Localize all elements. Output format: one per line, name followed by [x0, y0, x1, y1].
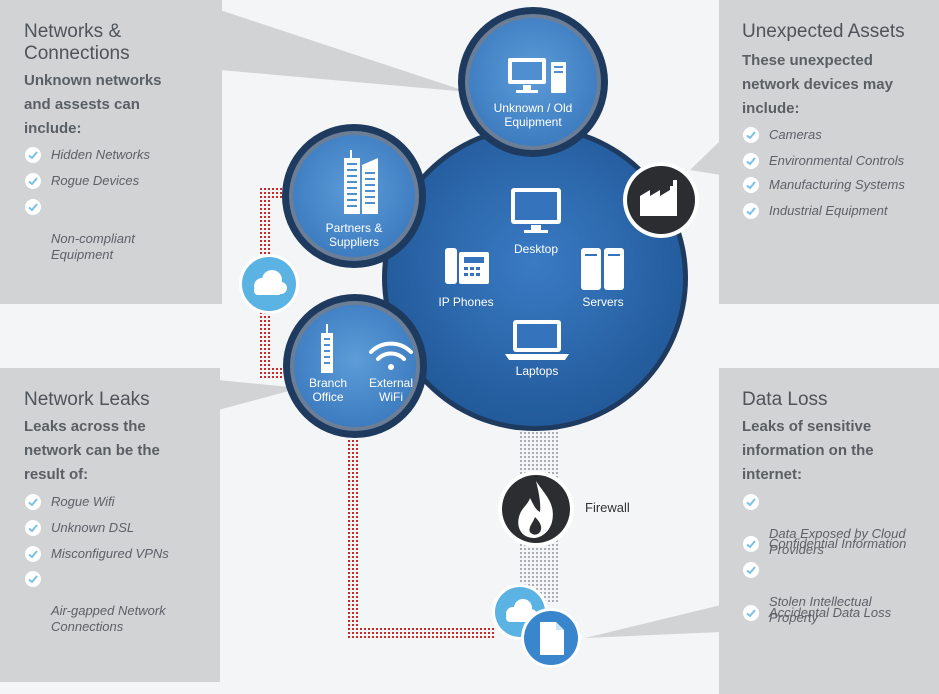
- laptop-icon: [505, 320, 569, 360]
- label-laptops: Laptops: [515, 364, 559, 378]
- cloud-icon-bottom: [506, 599, 537, 622]
- list-item: Unknown DSL: [24, 520, 134, 536]
- label-firewall: Firewall: [585, 500, 630, 515]
- check-icon: [25, 571, 41, 587]
- check-icon: [743, 562, 759, 578]
- list-item: Non-compliant Equipment: [24, 199, 135, 263]
- list-item: Manufacturing Systems: [742, 177, 905, 193]
- panel-dataloss-subtitle: Leaks of sensitive information on the in…: [742, 418, 874, 483]
- check-icon: [743, 494, 759, 510]
- label-partners: Partners & Suppliers: [325, 221, 383, 249]
- check-icon: [743, 153, 759, 169]
- label-ip-phones: IP Phones: [438, 295, 494, 309]
- panel-leaks-subtitle: Leaks across the network can be the resu…: [24, 418, 160, 483]
- factory-icon: [640, 180, 677, 216]
- buildings-icon: [344, 150, 378, 214]
- panel-dataloss-bg: [585, 368, 939, 694]
- check-icon: [743, 605, 759, 621]
- cloud-icon-left: [254, 270, 287, 295]
- list-item: Accidental Data Loss: [742, 605, 891, 621]
- list-item: Air-gapped Network Connections: [24, 571, 166, 635]
- check-icon: [25, 494, 41, 510]
- label-external-wifi: External WiFi: [368, 376, 414, 404]
- label-branch-office: Branch Office: [308, 376, 348, 404]
- check-icon: [743, 536, 759, 552]
- panel-unexpected-subtitle: These unexpected network devices may inc…: [742, 52, 893, 117]
- document-icon: [540, 622, 564, 655]
- list-item: Confidential Information: [742, 536, 906, 552]
- list-item: Misconfigured VPNs: [24, 546, 169, 562]
- main-network-circle: [382, 125, 688, 431]
- label-desktop: Desktop: [513, 242, 559, 256]
- panel-networks-subtitle: Unknown networks and assests can include…: [24, 72, 162, 137]
- branch-wifi-circle: [283, 294, 427, 438]
- panel-leaks-title: Network Leaks: [24, 389, 150, 410]
- check-icon: [25, 199, 41, 215]
- list-item: Cameras: [742, 127, 822, 143]
- label-servers: Servers: [582, 295, 624, 309]
- wifi-icon: [369, 341, 413, 370]
- desktop-icon: [511, 188, 561, 233]
- check-icon: [25, 173, 41, 189]
- red-dotted-connector-bottom: [346, 438, 496, 638]
- list-item: Hidden Networks: [24, 147, 150, 163]
- check-icon: [743, 177, 759, 193]
- check-icon: [743, 203, 759, 219]
- panel-dataloss-title: Data Loss: [742, 389, 828, 410]
- list-item: Rogue Wifi: [24, 494, 114, 510]
- ip-phone-icon: [445, 248, 489, 284]
- servers-icon: [581, 248, 624, 290]
- label-unknown-equipment: Unknown / Old Equipment: [493, 101, 573, 129]
- check-icon: [25, 147, 41, 163]
- list-item: Data Exposed by Cloud Providers: [742, 494, 906, 558]
- list-item: Environmental Controls: [742, 153, 904, 169]
- check-icon: [25, 520, 41, 536]
- panel-unexpected-bg: [690, 0, 939, 304]
- check-icon: [25, 546, 41, 562]
- panel-unexpected-title: Unexpected Assets: [742, 21, 905, 42]
- list-item: Industrial Equipment: [742, 203, 888, 219]
- flame-icon: [518, 481, 553, 538]
- panel-networks-title: Networks & Connections: [24, 21, 130, 64]
- monitor-tower-icon: [508, 58, 566, 93]
- list-item: Stolen Intellectual Property: [742, 562, 872, 626]
- branch-office-icon: [321, 324, 333, 373]
- list-item: Rogue Devices: [24, 173, 139, 189]
- check-icon: [743, 127, 759, 143]
